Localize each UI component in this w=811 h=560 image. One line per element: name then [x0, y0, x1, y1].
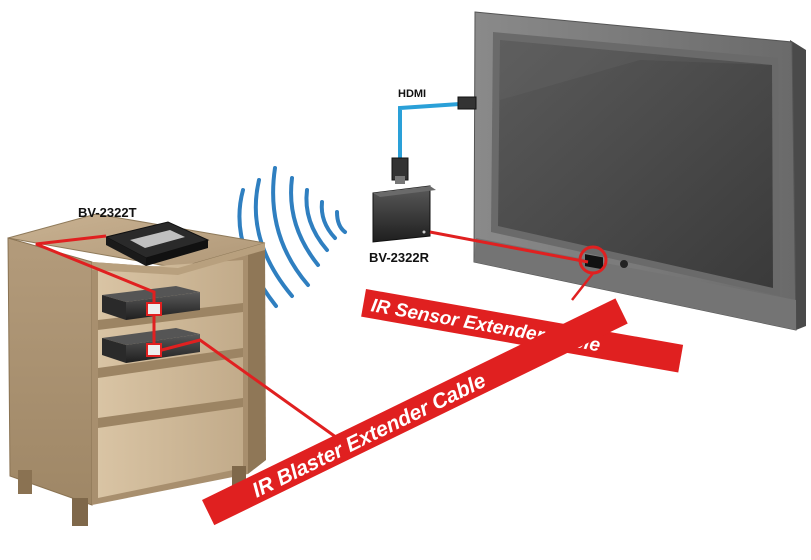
ir-blaster-cable-line	[35, 234, 341, 442]
shelf-device-upper	[102, 286, 200, 320]
transmitter-device	[104, 221, 210, 266]
receiver-label: BV-2322R	[369, 250, 430, 265]
ir-sensor-pointer	[571, 271, 595, 301]
hdmi-cable	[391, 96, 477, 184]
ir-sensor-cable-line	[429, 230, 589, 264]
ir-blaster-cable-banner: IR Blaster Extender Cable	[201, 298, 628, 526]
receiver-device	[372, 185, 436, 243]
ir-blaster-cable-label: IR Blaster Extender Cable	[249, 369, 490, 502]
ir-emitter-lower	[146, 343, 162, 357]
hdmi-label: HDMI	[398, 88, 426, 100]
transmitter-label: BV-2322T	[78, 205, 137, 220]
tv-monitor	[473, 11, 806, 331]
ir-emitter-upper	[146, 302, 162, 316]
